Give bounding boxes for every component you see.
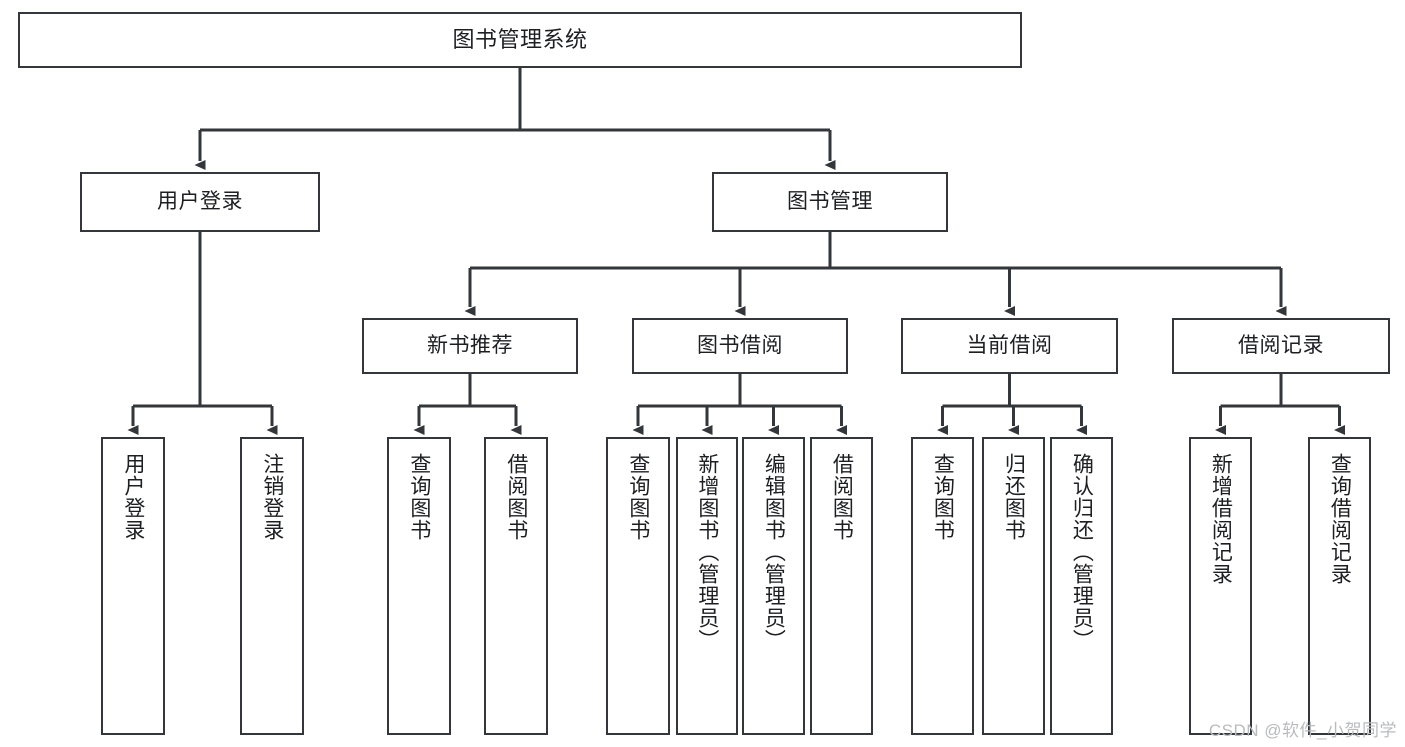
node-leaf-label: 查询图书 — [626, 453, 650, 541]
node-level2-0[interactable]: 用户登录 — [80, 172, 320, 232]
node-leaf-label: 新增借阅记录 — [1209, 453, 1233, 585]
node-leaf-label: 编辑图书（管理员） — [762, 453, 786, 651]
node-level3-3[interactable]: 借阅记录 — [1172, 318, 1390, 374]
node-leaf-label: 确认归还（管理员） — [1070, 453, 1094, 651]
node-level3-0[interactable]: 新书推荐 — [362, 318, 578, 374]
node-leaf-9[interactable]: 归还图书 — [982, 437, 1045, 735]
node-leaf-10[interactable]: 确认归还（管理员） — [1050, 437, 1113, 735]
node-leaf-11[interactable]: 新增借阅记录 — [1189, 437, 1252, 735]
node-leaf-label: 归还图书 — [1002, 453, 1026, 541]
node-leaf-label: 借阅图书 — [830, 453, 854, 541]
node-leaf-label: 借阅图书 — [504, 453, 528, 541]
node-level3-1[interactable]: 图书借阅 — [632, 318, 848, 374]
node-leaf-2[interactable]: 查询图书 — [387, 437, 451, 735]
node-leaf-label: 新增图书（管理员） — [695, 453, 719, 651]
node-leaf-1[interactable]: 注销登录 — [240, 437, 304, 735]
node-level3-2[interactable]: 当前借阅 — [901, 318, 1118, 374]
csdn-watermark: CSDN @软件_小贺同学 — [1208, 721, 1397, 740]
node-leaf-label: 查询借阅记录 — [1328, 453, 1352, 585]
node-leaf-5[interactable]: 新增图书（管理员） — [676, 437, 738, 735]
node-level3-label: 借阅记录 — [1238, 334, 1324, 358]
node-level2-label: 图书管理 — [787, 190, 873, 214]
node-leaf-8[interactable]: 查询图书 — [911, 437, 974, 735]
node-root-label: 图书管理系统 — [452, 26, 588, 52]
node-level2-1[interactable]: 图书管理 — [712, 172, 948, 232]
node-leaf-3[interactable]: 借阅图书 — [484, 437, 548, 735]
node-level3-label: 当前借阅 — [966, 334, 1053, 358]
node-leaf-4[interactable]: 查询图书 — [606, 437, 670, 735]
node-level3-label: 图书借阅 — [697, 334, 783, 358]
node-leaf-label: 查询图书 — [931, 453, 955, 541]
node-leaf-label: 用户登录 — [121, 453, 145, 541]
node-leaf-label: 注销登录 — [260, 453, 284, 541]
node-leaf-label: 查询图书 — [407, 453, 431, 541]
node-leaf-0[interactable]: 用户登录 — [101, 437, 165, 735]
node-leaf-7[interactable]: 借阅图书 — [810, 437, 873, 735]
node-root[interactable]: 图书管理系统 — [18, 12, 1022, 68]
node-level3-label: 新书推荐 — [427, 334, 513, 358]
node-level2-label: 用户登录 — [157, 190, 243, 214]
node-leaf-6[interactable]: 编辑图书（管理员） — [742, 437, 805, 735]
node-leaf-12[interactable]: 查询借阅记录 — [1308, 437, 1371, 735]
